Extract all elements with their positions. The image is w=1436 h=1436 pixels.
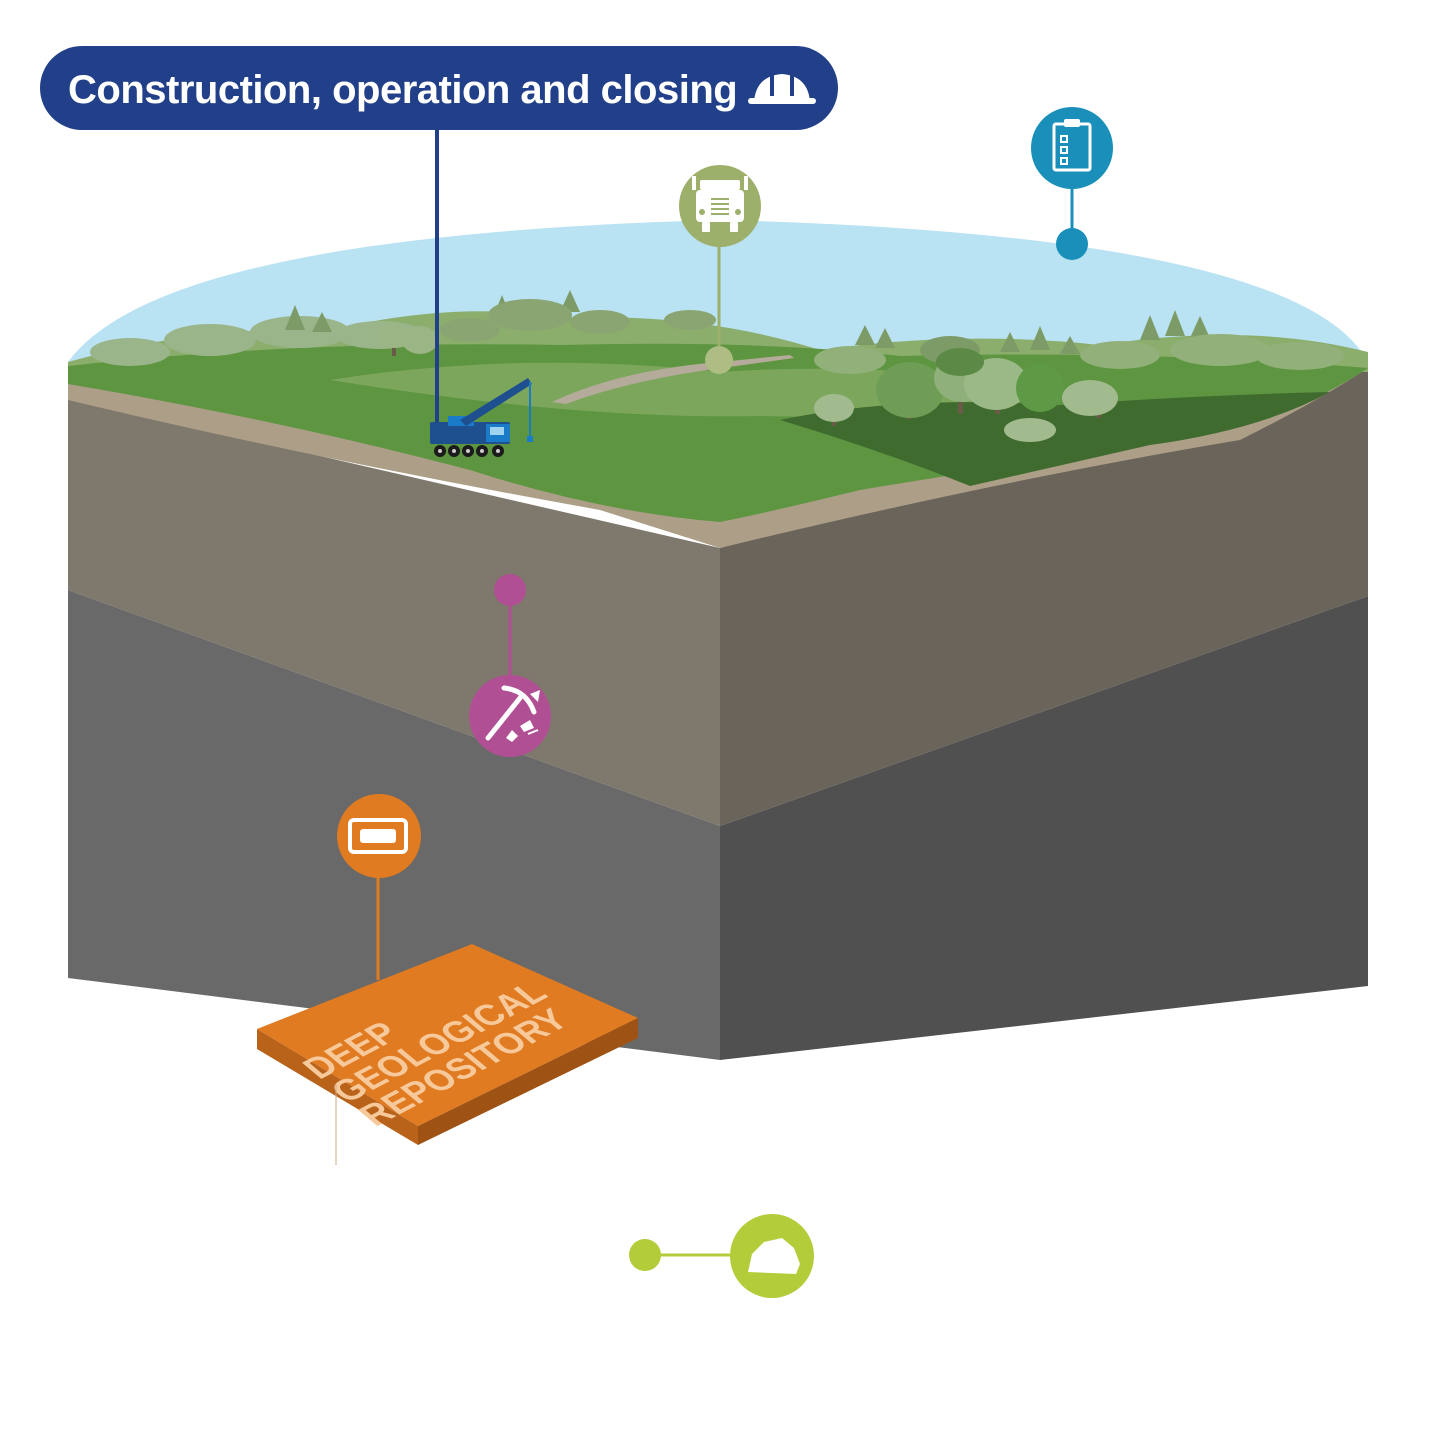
clipboard-marker[interactable]	[1031, 107, 1113, 260]
header-callout: Construction, operation and closing	[40, 46, 838, 130]
mid-field	[330, 362, 1060, 417]
repository-front-right	[418, 1018, 638, 1145]
clipboard-checklist-icon	[1052, 119, 1092, 172]
truck-marker[interactable]	[679, 165, 761, 374]
road	[552, 355, 794, 404]
crane-truck	[430, 378, 533, 457]
tree-cluster	[378, 324, 1118, 442]
soil-front-face	[68, 398, 720, 826]
rock-icon	[748, 1238, 800, 1274]
truck-icon	[692, 176, 748, 232]
hard-hat-icon	[748, 72, 816, 104]
soil-side-face	[720, 368, 1368, 826]
container-marker[interactable]	[337, 794, 421, 980]
header-pill	[40, 46, 838, 130]
repository-top	[257, 944, 638, 1126]
pickaxe-marker[interactable]	[469, 574, 551, 757]
pickaxe-icon	[485, 685, 540, 742]
bedrock-side-face	[720, 596, 1368, 1060]
rock-marker[interactable]	[629, 1214, 814, 1298]
soil-layer	[68, 368, 1368, 826]
repository-front-left	[257, 1029, 418, 1145]
header-title: Construction, operation and closing	[68, 68, 737, 112]
container-icon	[348, 818, 408, 854]
landscape	[68, 290, 1368, 522]
